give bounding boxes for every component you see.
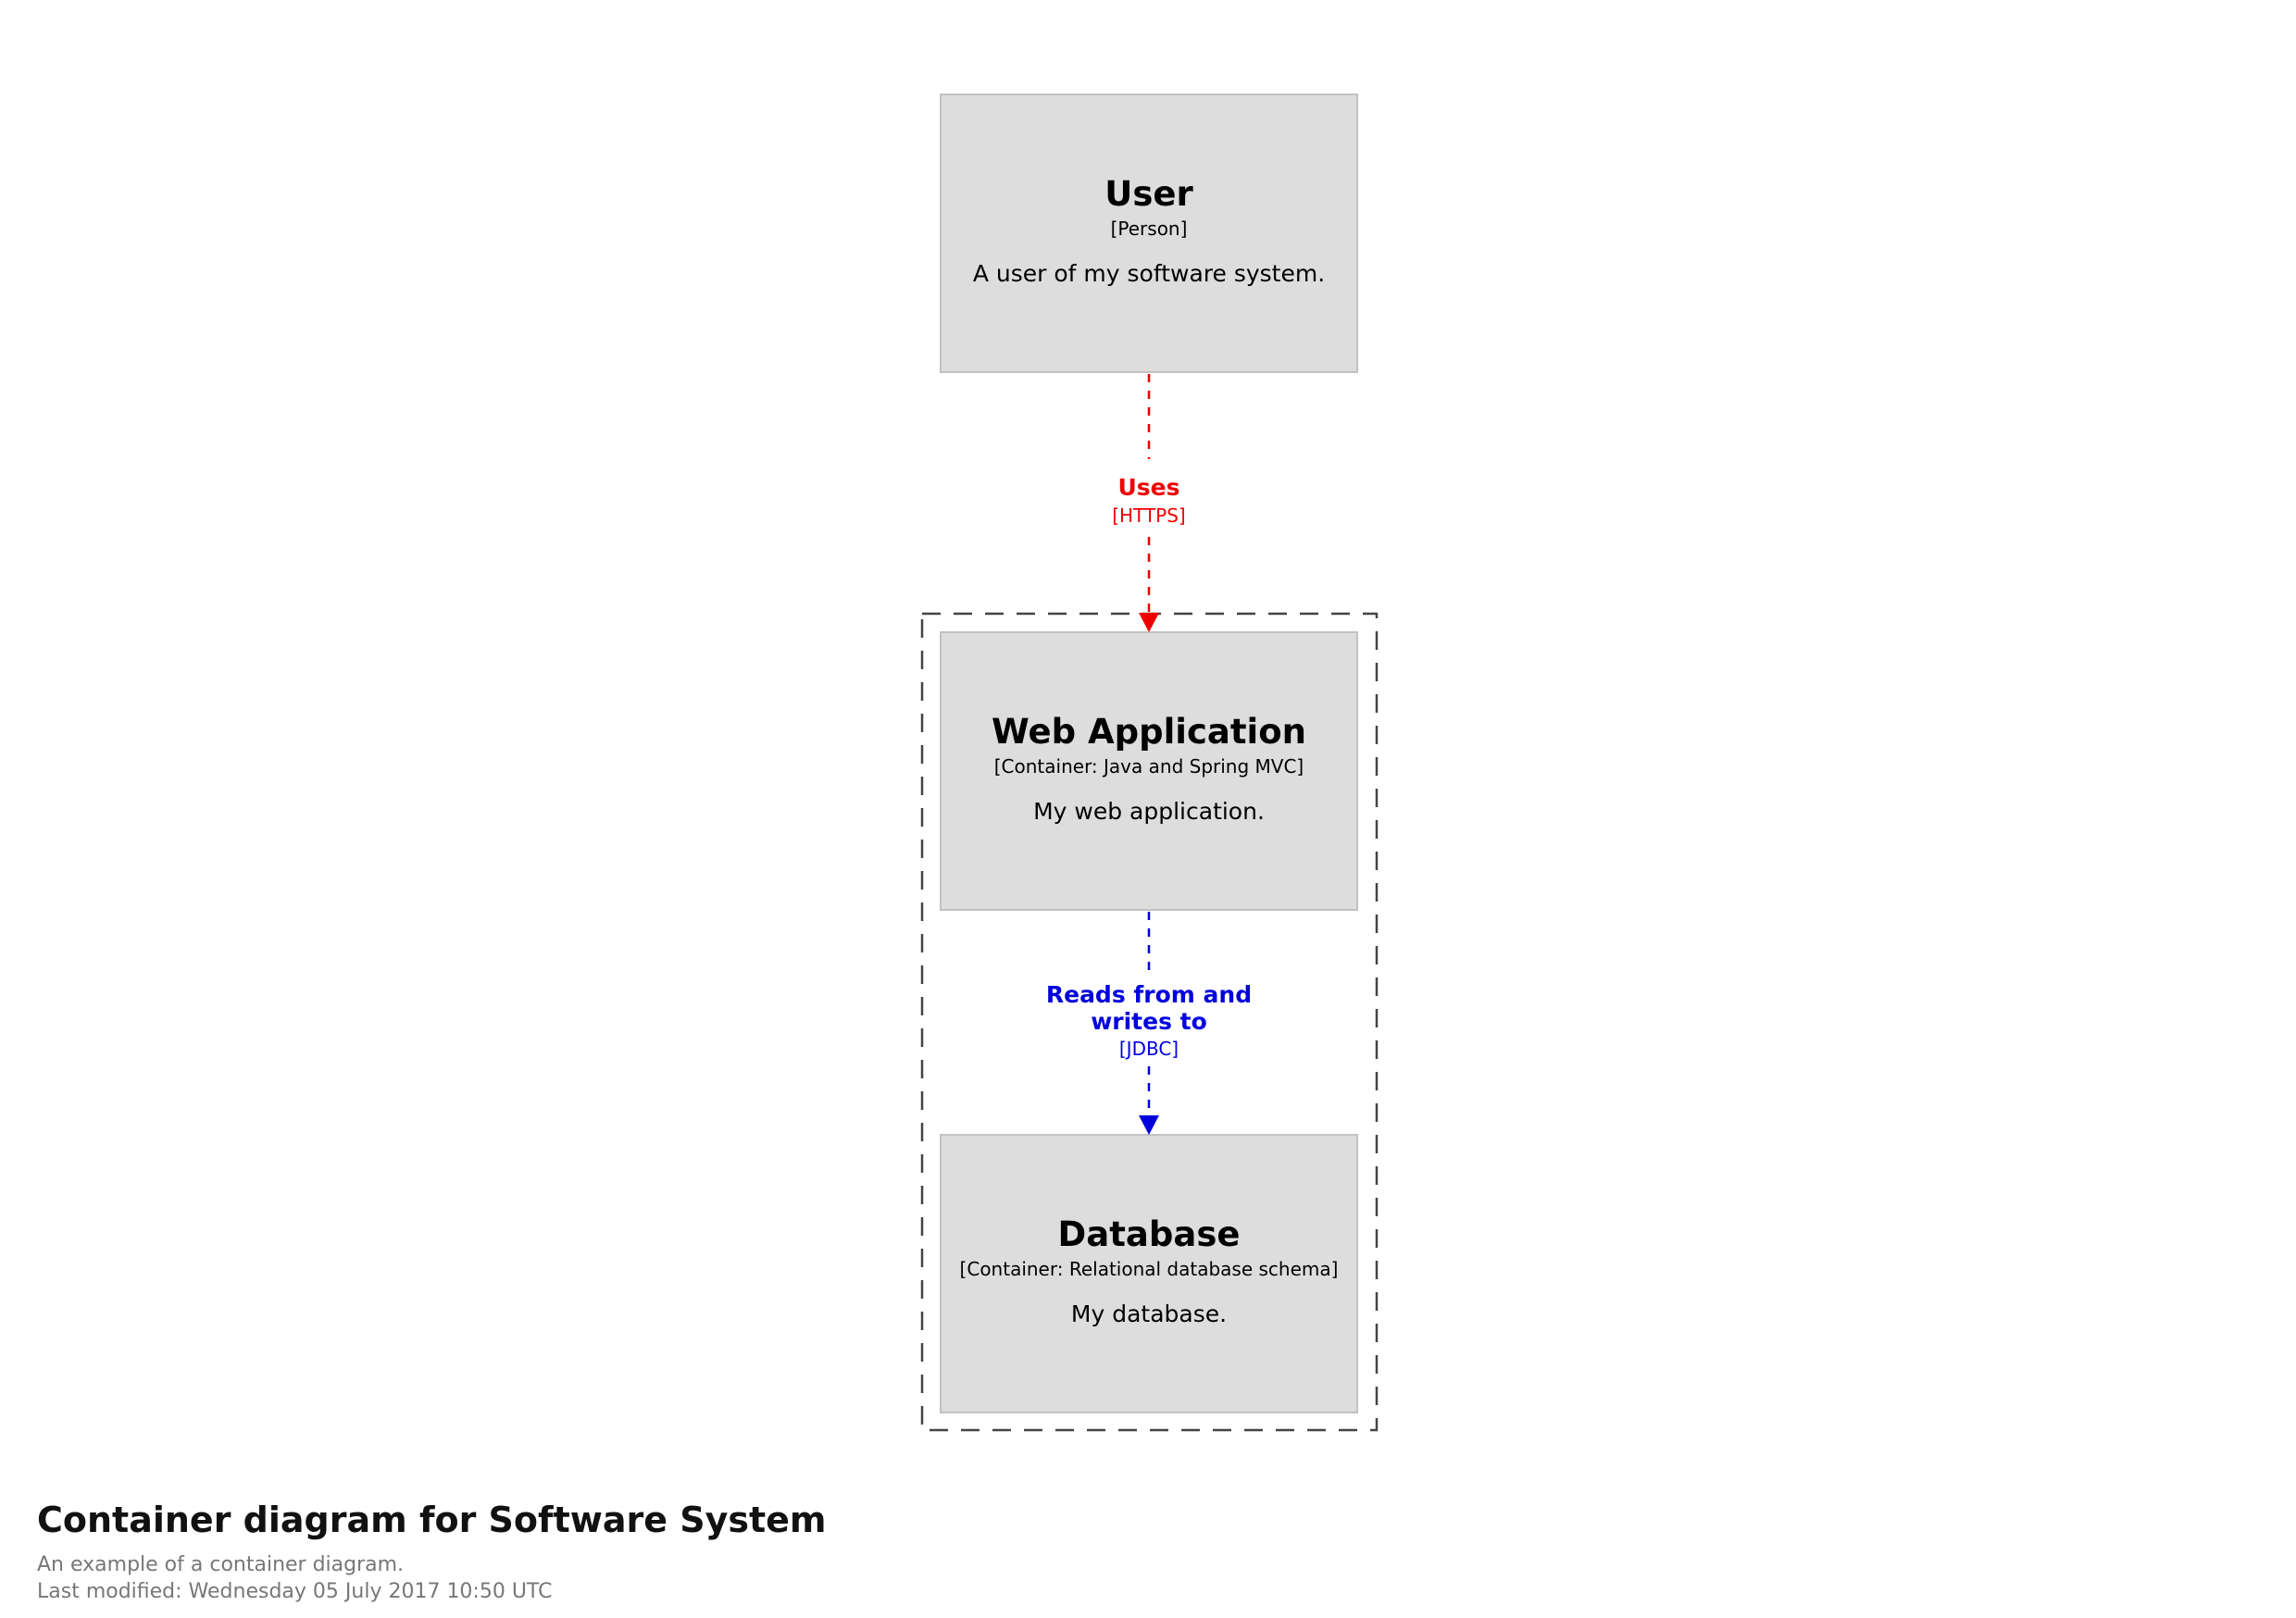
web-application-name: Web Application (992, 712, 1306, 752)
reads-writes-relationship[interactable]: Reads from and writes to [JDBC] (1046, 912, 1252, 1135)
user-box-shape (940, 93, 1358, 373)
diagram-description: An example of a container diagram. (37, 1552, 405, 1576)
reads-writes-arrowhead (1139, 1115, 1159, 1135)
database-name: Database (1058, 1214, 1241, 1254)
user-person-box[interactable]: User [Person] A user of my software syst… (940, 93, 1358, 373)
user-description: A user of my software system. (973, 260, 1325, 287)
diagram-title: Container diagram for Software System (37, 1500, 827, 1540)
web-application-type: [Container: Java and Spring MVC] (994, 755, 1304, 778)
uses-relationship[interactable]: Uses [HTTPS] (1112, 374, 1186, 632)
uses-arrowhead (1139, 613, 1159, 632)
web-application-box-shape (940, 631, 1358, 911)
reads-writes-label-line1: Reads from and (1046, 981, 1252, 1008)
database-type: [Container: Relational database schema] (960, 1258, 1339, 1280)
last-modified: Last modified: Wednesday 05 July 2017 10… (37, 1580, 553, 1604)
user-type: [Person] (1111, 218, 1188, 240)
database-box-shape (940, 1134, 1358, 1413)
database-description: My database. (1071, 1301, 1227, 1327)
reads-writes-label-line2: writes to (1091, 1008, 1207, 1035)
reads-writes-technology: [JDBC] (1119, 1038, 1179, 1060)
web-application-description: My web application. (1033, 798, 1265, 825)
diagram-footer: Container diagram for Software System An… (37, 1500, 1333, 1606)
database-container-box[interactable]: Database [Container: Relational database… (940, 1134, 1358, 1413)
uses-label: Uses (1117, 474, 1179, 501)
user-name: User (1104, 174, 1193, 214)
web-application-container-box[interactable]: Web Application [Container: Java and Spr… (940, 631, 1358, 911)
uses-technology: [HTTPS] (1112, 504, 1185, 527)
